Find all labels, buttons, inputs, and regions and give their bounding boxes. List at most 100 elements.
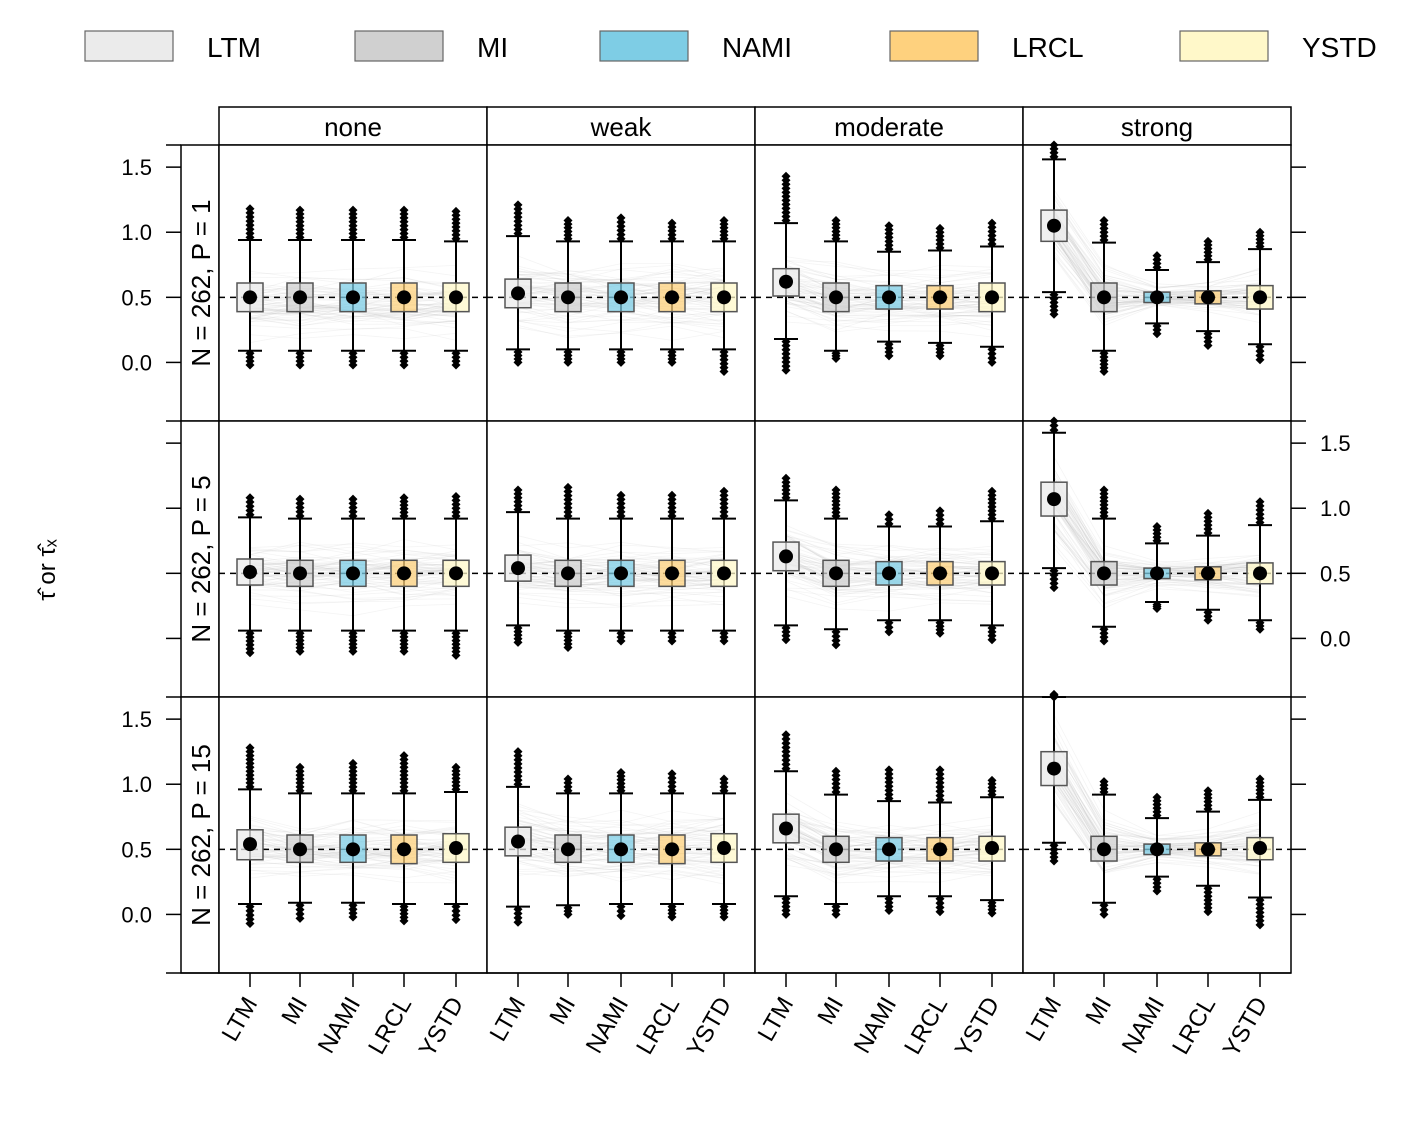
outlier-point <box>719 367 729 377</box>
mean-point <box>933 566 947 581</box>
outlier-point <box>399 205 409 215</box>
mean-point <box>1201 290 1215 305</box>
mean-point <box>779 549 793 564</box>
y-tick-label: 0.5 <box>121 285 152 310</box>
outlier-point <box>513 357 523 367</box>
outlier-point <box>399 646 409 656</box>
outlier-point <box>295 494 305 504</box>
outlier-point <box>1099 905 1109 915</box>
outlier-point <box>1203 236 1213 246</box>
box-mi <box>1090 216 1118 377</box>
outlier-point <box>1255 774 1265 784</box>
outlier-point <box>935 765 945 775</box>
legend-label-ltm: LTM <box>207 32 261 63</box>
outlier-point <box>667 636 677 646</box>
panel-r2-c0 <box>218 696 488 974</box>
outlier-point <box>1099 636 1109 646</box>
box-lrcl <box>390 205 418 370</box>
y-tick-label: 1.5 <box>121 707 152 732</box>
iqr-box <box>710 282 738 313</box>
x-tick-label-ltm: LTM <box>485 993 531 1047</box>
outlier-point <box>1099 216 1109 226</box>
outlier-point <box>884 351 894 361</box>
box-nami <box>607 490 635 646</box>
mean-point <box>1253 566 1267 581</box>
mean-point <box>829 566 843 581</box>
mean-point <box>614 290 628 305</box>
outlier-point <box>245 493 255 503</box>
box-ystd <box>1246 497 1274 634</box>
mean-point <box>1047 218 1061 233</box>
outlier-point <box>245 743 255 753</box>
row-strip-label-2: N = 262, P = 15 <box>186 744 216 926</box>
iqr-box <box>339 282 367 313</box>
outlier-point <box>563 774 573 784</box>
box-mi <box>554 482 582 653</box>
outlier-point <box>781 730 791 740</box>
panel-r2-c1 <box>486 696 756 974</box>
outlier-point <box>563 482 573 492</box>
mean-point <box>1097 566 1111 581</box>
mean-point <box>346 290 360 305</box>
outlier-point <box>1099 367 1109 377</box>
mean-point <box>1253 290 1267 305</box>
mean-point <box>614 566 628 581</box>
outlier-point <box>935 506 945 516</box>
outlier-point <box>348 912 358 922</box>
mean-point <box>293 842 307 857</box>
panel-r0-c0 <box>218 144 488 422</box>
outlier-point <box>1152 886 1162 896</box>
outlier-point <box>245 648 255 658</box>
x-tick-label-lrcl: LRCL <box>1167 993 1221 1060</box>
y-tick-label: 1.0 <box>121 772 152 797</box>
box-lrcl <box>658 490 686 646</box>
outlier-point <box>935 351 945 361</box>
box-ystd <box>442 492 470 660</box>
y-axis-label: τ̂ or τ̂ₓ <box>34 539 61 601</box>
mean-point <box>243 290 257 305</box>
outlier-point <box>987 486 997 496</box>
x-tick-label-ltm: LTM <box>1021 993 1067 1047</box>
x-tick-label-mi: MI <box>812 993 849 1030</box>
mean-point <box>511 834 525 849</box>
mean-point <box>511 286 525 301</box>
row-strip-1 <box>180 420 220 698</box>
outlier-point <box>884 618 894 628</box>
outlier-point <box>616 906 626 916</box>
box-nami <box>1143 251 1171 339</box>
outlier-point <box>563 216 573 226</box>
outlier-point <box>399 751 409 761</box>
box-lrcl <box>390 751 418 926</box>
box-lrcl <box>1194 786 1222 917</box>
outlier-point <box>935 223 945 233</box>
box-ltm <box>236 743 264 929</box>
box-nami <box>1143 521 1171 613</box>
outlier-point <box>884 514 894 524</box>
outlier-point <box>719 636 729 646</box>
panel-r1-c0 <box>218 420 488 698</box>
outlier-point <box>781 635 791 645</box>
x-tick-label-nami: NAMI <box>313 993 366 1058</box>
y-tick-label: 1.0 <box>121 220 152 245</box>
outlier-point <box>1099 485 1109 495</box>
box-lrcl <box>926 223 954 361</box>
box-lrcl <box>390 493 418 656</box>
outlier-point <box>987 908 997 918</box>
legend-label-ystd: YSTD <box>1302 32 1377 63</box>
outlier-point <box>616 768 626 778</box>
box-ystd <box>710 774 738 922</box>
box-ystd <box>978 775 1006 918</box>
outlier-point <box>667 769 677 779</box>
iqr-box <box>607 559 635 588</box>
box-nami <box>607 768 635 921</box>
mean-point <box>1201 842 1215 857</box>
box-ltm <box>1040 416 1068 593</box>
mean-point <box>561 566 575 581</box>
outlier-point <box>513 485 523 495</box>
outlier-point <box>667 357 677 367</box>
panel-r0-c1 <box>486 144 756 422</box>
outlier-point <box>245 360 255 370</box>
box-ltm <box>1040 689 1068 866</box>
box-mi <box>822 766 850 919</box>
